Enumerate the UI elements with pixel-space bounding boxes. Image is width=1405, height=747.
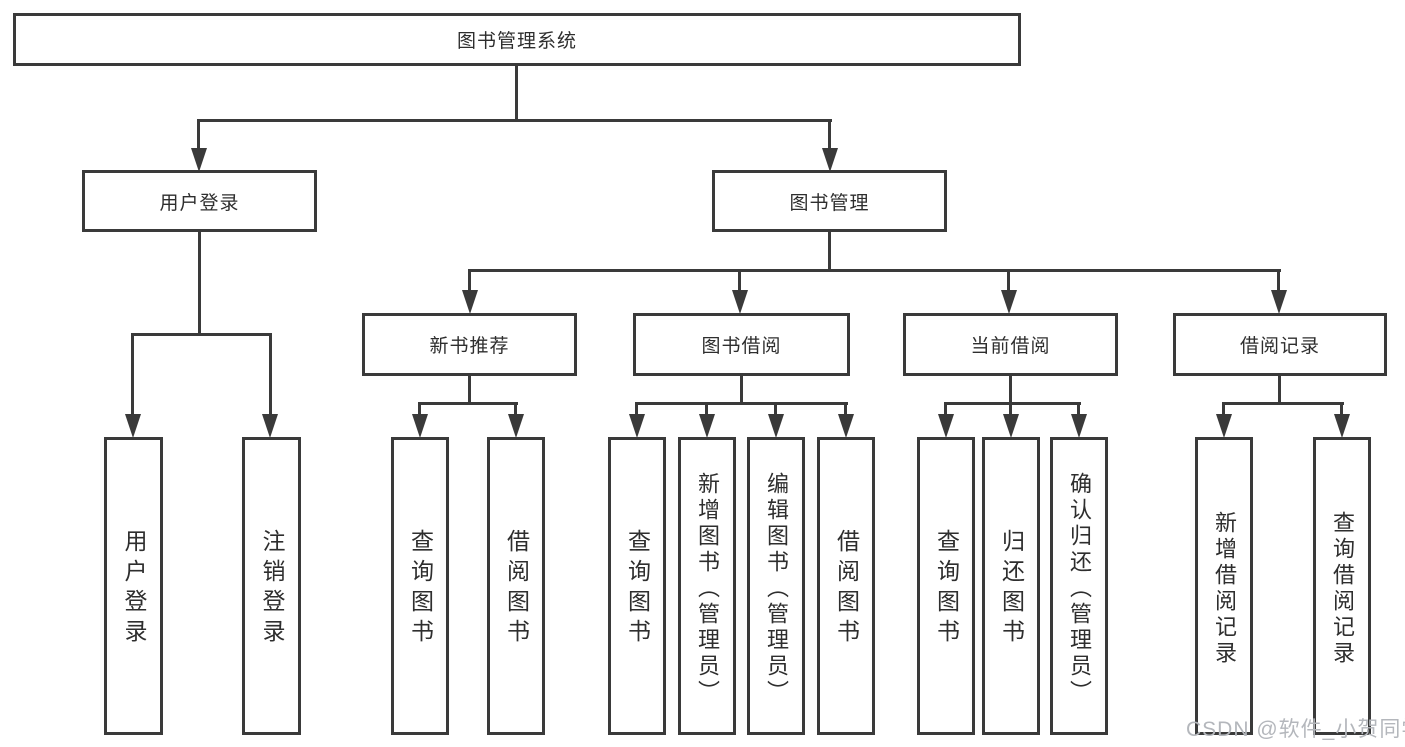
arrowhead-down-icon — [508, 414, 524, 438]
connector-line — [828, 119, 831, 152]
node-confirm-return-admin: 确认归还（管理员） — [1050, 437, 1108, 735]
arrowhead-down-icon — [262, 414, 278, 438]
connector-line — [468, 376, 471, 405]
connector-line — [1278, 376, 1281, 405]
arrowhead-down-icon — [1334, 414, 1350, 438]
arrowhead-down-icon — [412, 414, 428, 438]
node-add-books-admin: 新增图书（管理员） — [678, 437, 736, 735]
arrowhead-down-icon — [125, 414, 141, 438]
connector-line — [514, 402, 517, 418]
arrowhead-down-icon — [838, 414, 854, 438]
arrowhead-down-icon — [1001, 290, 1017, 314]
node-borrowing-records: 借阅记录 — [1173, 313, 1387, 376]
arrowhead-down-icon — [699, 414, 715, 438]
node-library-system: 图书管理系统 — [13, 13, 1021, 66]
connector-line — [468, 269, 1281, 272]
connector-line — [418, 402, 518, 405]
connector-line — [1222, 402, 1225, 418]
node-query-books-a: 查询图书 — [391, 437, 449, 735]
connector-line — [738, 269, 741, 295]
node-book-management: 图书管理 — [712, 170, 947, 232]
connector-line — [198, 232, 201, 336]
connector-line — [418, 402, 421, 418]
connector-line — [635, 402, 638, 418]
node-current-borrowing: 当前借阅 — [903, 313, 1118, 376]
arrowhead-down-icon — [732, 290, 748, 314]
connector-line — [131, 333, 134, 417]
arrowhead-down-icon — [822, 148, 838, 172]
csdn-watermark: CSDN @软件_小贺同学 — [1186, 718, 1405, 741]
arrowhead-down-icon — [938, 414, 954, 438]
connector-line — [269, 333, 272, 417]
node-book-borrowing: 图书借阅 — [633, 313, 850, 376]
arrowhead-down-icon — [462, 290, 478, 314]
arrowhead-down-icon — [629, 414, 645, 438]
arrowhead-down-icon — [1071, 414, 1087, 438]
connector-line — [131, 333, 272, 336]
arrowhead-down-icon — [1003, 414, 1019, 438]
connector-line — [740, 376, 743, 405]
connector-line — [1277, 269, 1280, 295]
connector-line — [1340, 402, 1343, 418]
node-new-book-recommend: 新书推荐 — [362, 313, 577, 376]
connector-line — [705, 402, 708, 418]
node-logout-leaf: 注销登录 — [242, 437, 301, 735]
connector-line — [197, 119, 832, 122]
connector-line — [944, 402, 1081, 405]
arrowhead-down-icon — [1271, 290, 1287, 314]
node-edit-books-admin: 编辑图书（管理员） — [747, 437, 805, 735]
node-add-borrow-record: 新增借阅记录 — [1195, 437, 1253, 735]
arrowhead-down-icon — [768, 414, 784, 438]
connector-line — [635, 402, 848, 405]
connector-line — [515, 66, 518, 121]
connector-line — [197, 119, 200, 152]
node-user-login-leaf: 用户登录 — [104, 437, 163, 735]
connector-line — [1009, 402, 1012, 418]
connector-line — [828, 232, 831, 272]
node-query-books-b: 查询图书 — [608, 437, 666, 735]
connector-line — [844, 402, 847, 418]
node-return-books: 归还图书 — [982, 437, 1040, 735]
arrowhead-down-icon — [191, 148, 207, 172]
connector-line — [1009, 376, 1012, 405]
node-borrow-books-b: 借阅图书 — [817, 437, 875, 735]
connector-line — [944, 402, 947, 418]
connector-line — [468, 269, 471, 295]
connector-line — [1077, 402, 1080, 418]
connector-line — [1222, 402, 1344, 405]
node-borrow-books-a: 借阅图书 — [487, 437, 545, 735]
connector-line — [774, 402, 777, 418]
node-user-login: 用户登录 — [82, 170, 317, 232]
node-query-borrow-record: 查询借阅记录 — [1313, 437, 1371, 735]
connector-line — [1007, 269, 1010, 295]
node-query-books-c: 查询图书 — [917, 437, 975, 735]
arrowhead-down-icon — [1216, 414, 1232, 438]
